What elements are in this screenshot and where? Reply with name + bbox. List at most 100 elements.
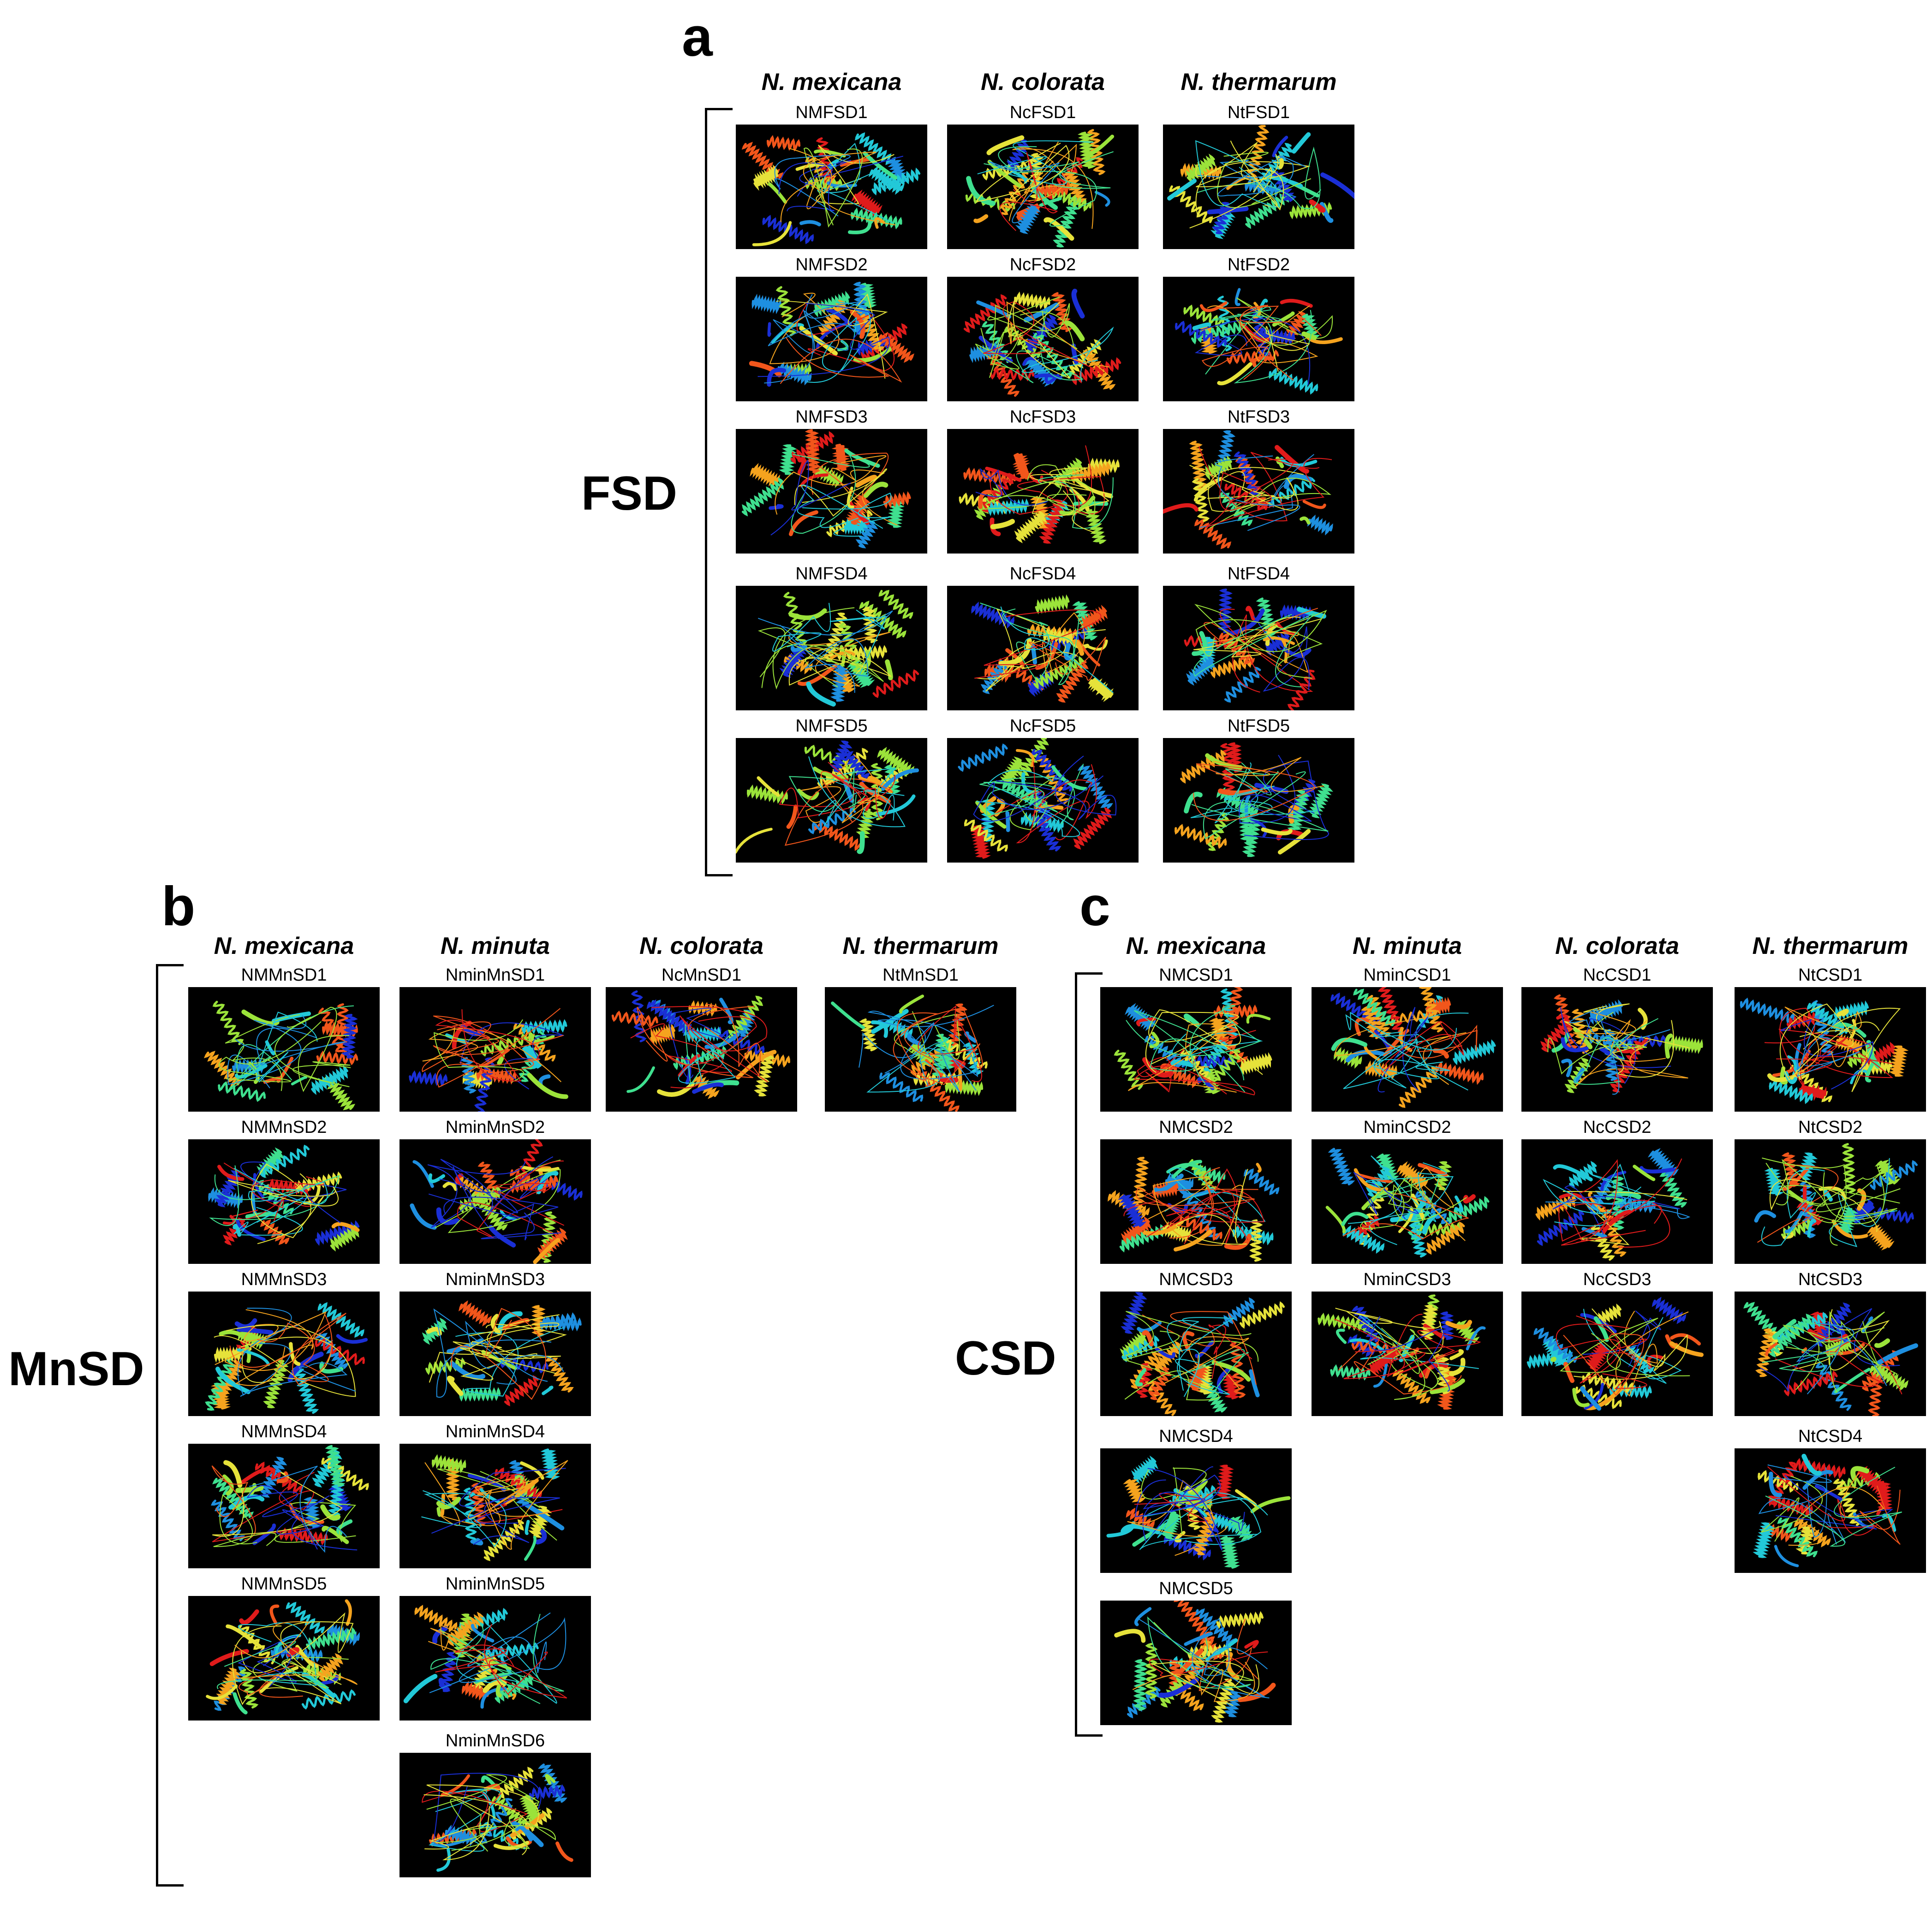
loop-ribbon (1020, 141, 1077, 205)
loop-ribbon (1175, 1169, 1248, 1245)
helix-ribbon (341, 1014, 358, 1059)
strand-ribbon (1320, 172, 1354, 199)
loop-ribbon (1338, 1336, 1462, 1395)
loop-ribbon (1193, 763, 1316, 821)
helix-ribbon (1225, 987, 1243, 1040)
helix-ribbon (1186, 655, 1216, 686)
loop-ribbon (778, 162, 835, 212)
strand-ribbon (871, 1009, 909, 1034)
loop-ribbon (772, 602, 831, 652)
protein-ribbon-render (1754, 1143, 1918, 1251)
strand-ribbon (1354, 1017, 1369, 1036)
helix-ribbon (286, 1601, 325, 1634)
strand-ribbon (1349, 1338, 1386, 1353)
helix-ribbon (516, 1139, 543, 1184)
helix-ribbon (1265, 631, 1290, 656)
loop-ribbon (831, 467, 898, 526)
structure-tile: NMCSD5 (1100, 1578, 1292, 1725)
loop-ribbon (985, 480, 1096, 518)
helix-ribbon (1597, 1304, 1622, 1326)
strand-ribbon (806, 681, 836, 707)
helix-ribbon (814, 821, 864, 851)
strand-ribbon (1261, 827, 1293, 836)
helix-ribbon (851, 189, 883, 217)
protein-ribbon-render (1163, 430, 1333, 549)
loop-ribbon (797, 484, 883, 529)
loop-ribbon (1253, 615, 1310, 692)
loop-ribbon (974, 609, 1102, 679)
loop-ribbon (990, 779, 1092, 840)
strand-ribbon (479, 1488, 501, 1504)
helix-ribbon (855, 520, 878, 548)
loop-ribbon (1204, 607, 1318, 667)
strand-ribbon (442, 1181, 458, 1191)
helix-ribbon (1446, 1196, 1490, 1224)
species-header: N. thermarum (1752, 933, 1908, 959)
strand-ribbon (1410, 1193, 1425, 1220)
protein-structure-image (400, 1596, 591, 1721)
loop-ribbon (211, 1465, 256, 1541)
strand-ribbon (1850, 1466, 1870, 1481)
loop-ribbon (1355, 1330, 1481, 1374)
loop-ribbon (1163, 1336, 1249, 1389)
loop-ribbon (1799, 1007, 1901, 1092)
structure-tile: NtFSD5 (1163, 716, 1354, 863)
species-header: N. colorata (1555, 933, 1679, 959)
loop-ribbon (770, 459, 851, 536)
strand-ribbon (1772, 1319, 1797, 1339)
strand-ribbon (626, 1066, 655, 1093)
loop-ribbon (1583, 1309, 1682, 1384)
loop-ribbon (1765, 1466, 1902, 1547)
helix-ribbon (753, 164, 779, 191)
helix-ribbon (846, 494, 871, 526)
strand-ribbon (503, 1478, 539, 1505)
strand-ribbon (1561, 1037, 1589, 1053)
strand-ribbon (1874, 1338, 1890, 1348)
helix-ribbon (1191, 320, 1244, 345)
loop-ribbon (1564, 1020, 1690, 1078)
protein-ribbon-render (206, 1599, 360, 1715)
strand-ribbon (1023, 302, 1059, 323)
strand-ribbon (471, 1624, 495, 1643)
strand-ribbon (990, 517, 1001, 536)
loop-ribbon (433, 1015, 534, 1074)
loop-ribbon (791, 453, 870, 534)
helix-ribbon (325, 1445, 346, 1487)
loop-ribbon (1030, 467, 1113, 495)
loop-ribbon (985, 629, 1106, 692)
helix-ribbon (1131, 1455, 1159, 1484)
protein-structure-image (1312, 1139, 1503, 1264)
loop-ribbon (1574, 1339, 1647, 1389)
loop-ribbon (1144, 1492, 1262, 1545)
helix-ribbon (459, 1185, 501, 1214)
helix-ribbon (754, 1052, 775, 1097)
strand-ribbon (1167, 179, 1197, 201)
helix-ribbon (1000, 756, 1026, 787)
loop-ribbon (1127, 1480, 1228, 1556)
loop-ribbon (485, 1460, 568, 1550)
strand-ribbon (985, 466, 1022, 482)
helix-ribbon (1193, 1512, 1217, 1555)
strand-ribbon (1272, 136, 1288, 157)
structure-tile: NMFSD2 (736, 255, 927, 401)
structure-label: NminMnSD6 (445, 1731, 545, 1750)
loop-ribbon (215, 1311, 327, 1371)
helix-ribbon (1375, 1153, 1399, 1181)
helix-ribbon (1192, 478, 1210, 522)
strand-ribbon (1250, 1496, 1291, 1513)
strand-ribbon (495, 1673, 508, 1698)
helix-ribbon (1121, 1292, 1147, 1334)
loop-ribbon (1126, 1005, 1261, 1084)
loop-ribbon (1615, 1310, 1689, 1397)
protein-structure-image (400, 987, 591, 1112)
loop-ribbon (1194, 604, 1327, 652)
helix-ribbon (766, 135, 801, 152)
structure-label: NcFSD2 (1009, 255, 1076, 274)
helix-ribbon (783, 592, 808, 646)
helix-ribbon (804, 744, 857, 770)
loop-ribbon (422, 1027, 562, 1083)
strand-ribbon (287, 1351, 324, 1382)
loop-ribbon (780, 175, 837, 222)
structure-label: NtFSD5 (1227, 716, 1290, 736)
helix-ribbon (1014, 510, 1047, 543)
